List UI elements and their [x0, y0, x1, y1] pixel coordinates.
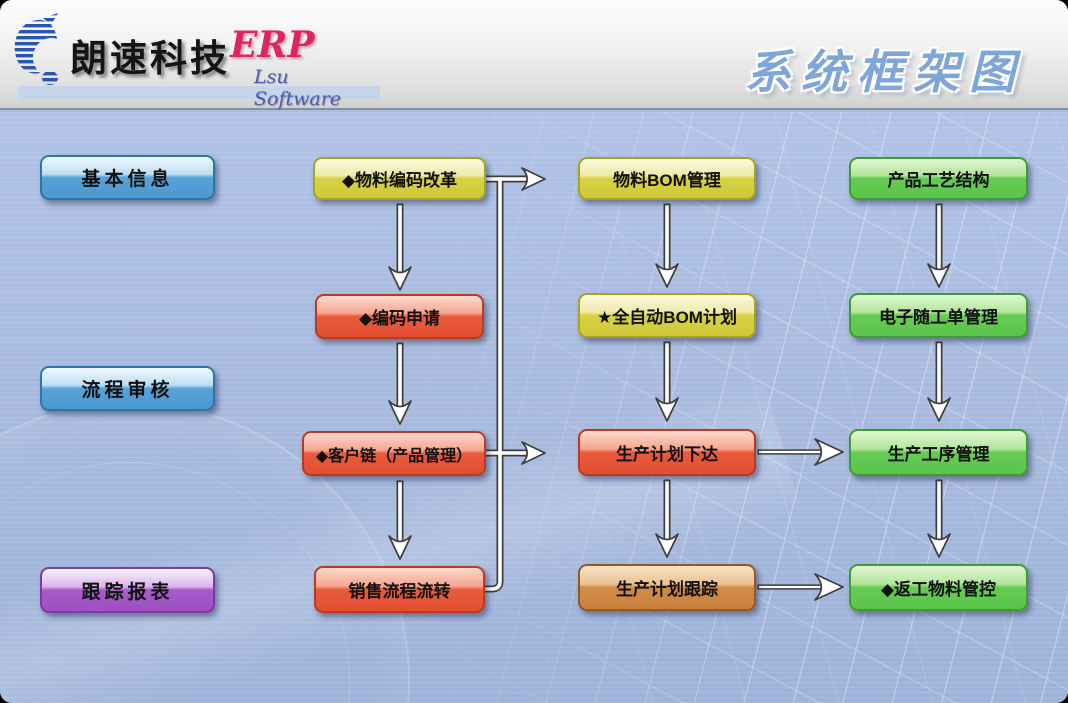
category-button-basic-info[interactable]: 基本信息	[40, 155, 215, 200]
node-label: ★全自动BOM计划	[597, 308, 737, 327]
page-title: 系统框架图	[745, 46, 1025, 98]
node-production-plan-release[interactable]: 生产计划下达	[578, 429, 756, 476]
node-label: ◆编码申请	[358, 309, 441, 328]
node-electronic-work-order-mgmt[interactable]: 电子随工单管理	[849, 293, 1028, 338]
node-label: ◆物料编码改革	[341, 171, 458, 190]
company-logo-icon	[14, 13, 58, 85]
node-label: 物料BOM管理	[613, 171, 721, 190]
node-production-procedure-mgmt[interactable]: 生产工序管理	[849, 429, 1028, 476]
node-code-application[interactable]: ◆编码申请	[315, 294, 484, 339]
category-label: 基本信息	[81, 169, 174, 190]
logo-highlight-strip	[18, 86, 380, 99]
node-sales-process-flow[interactable]: 销售流程流转	[314, 566, 485, 613]
brand-subtitle: Lsu Software	[254, 66, 342, 110]
category-button-process-audit[interactable]: 流程审核	[40, 366, 215, 411]
node-material-bom-mgmt[interactable]: 物料BOM管理	[578, 157, 756, 200]
node-label: ◆返工物料管控	[880, 580, 997, 599]
node-label: 生产工序管理	[887, 445, 990, 464]
brand-name: 朗速科技	[70, 38, 230, 79]
header: 朗速科技 ERP Lsu Software 系统框架图	[0, 0, 1068, 110]
node-customer-chain-product-mgmt[interactable]: ◆客户链（产品管理）	[302, 431, 486, 476]
brand-erp: ERP	[230, 24, 315, 66]
category-label: 流程审核	[81, 380, 174, 401]
node-material-code-reform[interactable]: ◆物料编码改革	[313, 157, 486, 200]
category-button-tracking-report[interactable]: 跟踪报表	[40, 567, 215, 613]
node-label: 产品工艺结构	[887, 171, 990, 190]
node-product-process-structure[interactable]: 产品工艺结构	[849, 157, 1028, 200]
node-rework-material-control[interactable]: ◆返工物料管控	[849, 564, 1028, 611]
node-label: 生产计划下达	[616, 445, 718, 464]
node-label: 电子随工单管理	[879, 308, 998, 327]
node-production-plan-tracking[interactable]: 生产计划跟踪	[578, 564, 756, 611]
node-label: ◆客户链（产品管理）	[315, 447, 473, 465]
node-label: 生产计划跟踪	[616, 580, 718, 599]
node-auto-bom-plan[interactable]: ★全自动BOM计划	[578, 293, 756, 338]
node-label: 销售流程流转	[348, 582, 451, 601]
category-label: 跟踪报表	[81, 581, 174, 603]
